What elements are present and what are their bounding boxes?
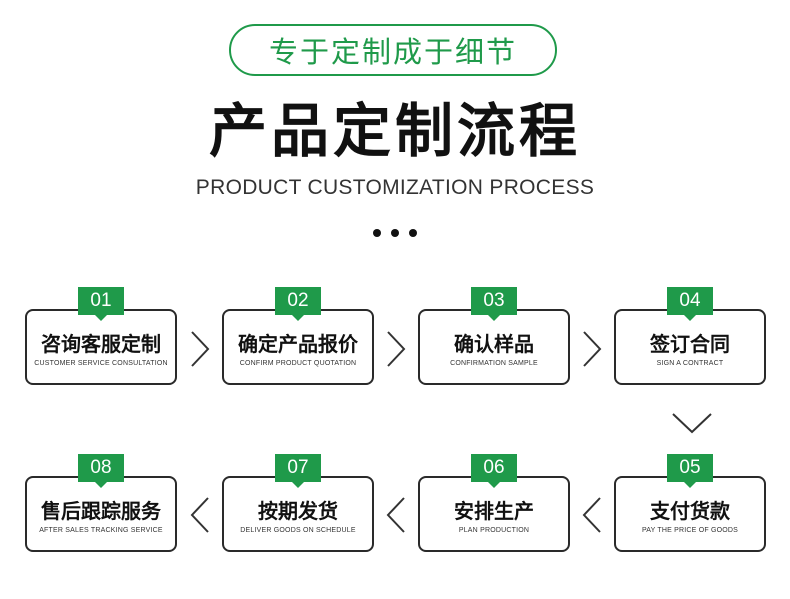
chevron-left-icon	[189, 496, 211, 534]
step-card: 售后跟踪服务 AFTER SALES TRACKING SERVICE	[25, 476, 177, 552]
dot-icon	[409, 229, 417, 237]
step-subtitle: PAY THE PRICE OF GOODS	[641, 527, 739, 534]
step-title: 确认样品	[454, 332, 534, 356]
chevron-down-icon	[671, 411, 713, 435]
step-subtitle: CONFIRM PRODUCT QUOTATION	[239, 360, 357, 367]
step-card: 咨询客服定制 CUSTOMER SERVICE CONSULTATION	[25, 309, 177, 385]
step-card: 按期发货 DELIVER GOODS ON SCHEDULE	[222, 476, 374, 552]
dot-icon	[391, 229, 399, 237]
step-number-badge: 04	[667, 287, 713, 315]
step-number-badge: 08	[78, 454, 124, 482]
step-title: 支付货款	[650, 499, 730, 523]
step-number-badge: 06	[471, 454, 517, 482]
step-subtitle: CONFIRMATION SAMPLE	[450, 360, 538, 367]
step-number-badge: 07	[275, 454, 321, 482]
step-subtitle: CUSTOMER SERVICE CONSULTATION	[34, 360, 168, 367]
divider-dots	[373, 229, 417, 239]
tagline-text: 专于定制成于细节	[268, 35, 517, 69]
step-card: 安排生产 PLAN PRODUCTION	[418, 476, 570, 552]
dot-icon	[373, 229, 381, 237]
step-number-badge: 01	[78, 287, 124, 315]
chevron-right-icon	[189, 330, 211, 368]
page-subtitle: PRODUCT CUSTOMIZATION PROCESS	[195, 176, 595, 199]
tagline-pill: 专于定制成于细节	[229, 24, 557, 76]
step-number-badge: 05	[667, 454, 713, 482]
step-title: 确定产品报价	[238, 332, 358, 356]
step-card: 支付货款 PAY THE PRICE OF GOODS	[614, 476, 766, 552]
chevron-left-icon	[385, 496, 407, 534]
step-subtitle: PLAN PRODUCTION	[458, 527, 530, 534]
page-title: 产品定制流程	[208, 97, 581, 165]
step-number-badge: 03	[471, 287, 517, 315]
chevron-right-icon	[385, 330, 407, 368]
chevron-left-icon	[581, 496, 603, 534]
step-title: 售后跟踪服务	[41, 499, 161, 523]
step-number-badge: 02	[275, 287, 321, 315]
step-subtitle: AFTER SALES TRACKING SERVICE	[39, 527, 163, 534]
step-subtitle: DELIVER GOODS ON SCHEDULE	[240, 527, 356, 534]
step-title: 按期发货	[258, 499, 338, 523]
chevron-right-icon	[581, 330, 603, 368]
step-subtitle: SIGN A CONTRACT	[656, 360, 724, 367]
step-title: 签订合同	[650, 332, 730, 356]
step-title: 咨询客服定制	[41, 332, 161, 356]
step-title: 安排生产	[454, 499, 534, 523]
